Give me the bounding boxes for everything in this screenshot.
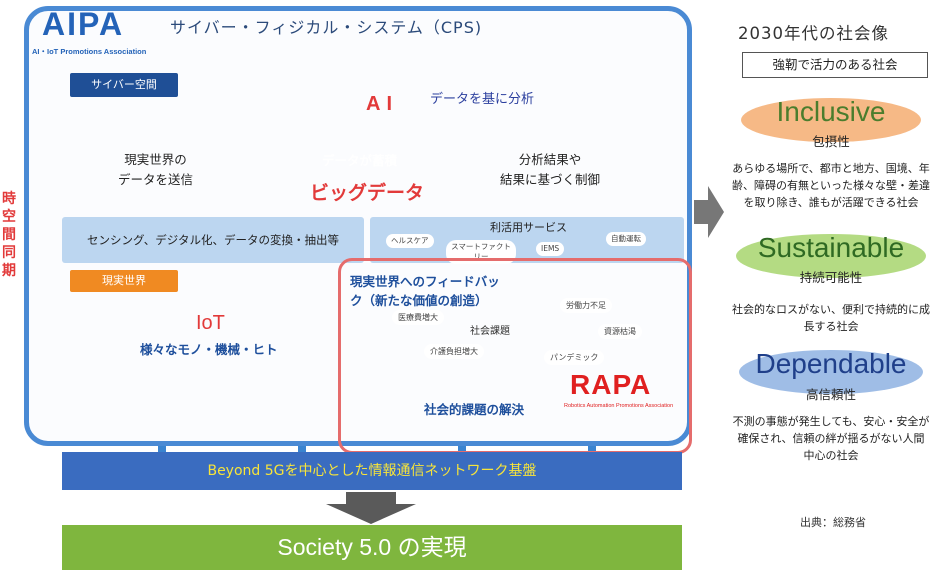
big-data-label: ビッグデータ (310, 182, 425, 204)
service-healthcare: ヘルスケア (386, 234, 434, 248)
real-data-label: 現実世界の データを送信 (118, 152, 194, 187)
issue-labor-shortage: 労働力不足 (560, 298, 612, 313)
network-bar: Beyond 5Gを中心とした情報通信ネットワーク基盤 (62, 452, 682, 490)
accumulate-label: データが蓄積 (322, 153, 398, 168)
value-word-sustainable: Sustainable (757, 232, 905, 263)
service-auto-driving: 自動運転 (606, 232, 646, 246)
value-jp-dependable: 高信頼性 (805, 387, 856, 402)
solve-label: 社会的課題の解決 (424, 402, 525, 417)
iot-subtitle: 様々なモノ・機械・ヒト (140, 342, 278, 357)
down-arrow-icon (326, 492, 416, 524)
value-jp-sustainable: 持続可能性 (799, 270, 863, 285)
value-desc-inclusive: あらゆる場所で、都市と地方、国境、年齢、障碍の有無といった様々な壁・差違を取り除… (732, 162, 930, 209)
analysis-label: データを基に分析 (430, 92, 535, 107)
sensing-bar: センシング、デジタル化、データの変換・抽出等 (62, 217, 364, 263)
value-desc-sustainable: 社会的なロスがない、便利で持続的に成長する社会 (732, 303, 930, 333)
issue-medical-cost: 医療費増大 (392, 310, 444, 325)
issue-pandemic: パンデミック (544, 350, 605, 365)
value-word-inclusive: Inclusive (776, 96, 886, 127)
right-arrow-icon (694, 186, 724, 238)
social-issues-label: 社会課題 (470, 326, 510, 337)
result-label: 分析結果や 結果に基づく制御 (500, 152, 601, 187)
source-note: 出典：総務省 (800, 516, 866, 529)
issue-resource-depletion: 資源枯渇 (598, 324, 642, 339)
value-word-dependable: Dependable (755, 348, 907, 379)
issue-care-burden: 介護負担増大 (424, 344, 484, 359)
sustainable-blob (736, 234, 926, 278)
iot-label: IoT (196, 312, 225, 334)
value-desc-dependable: 不測の事態が発生しても、安心・安全が確保され、信頼の絆が揺るがない人間中心の社会 (732, 415, 930, 462)
service-title: 利活用サービス (490, 221, 567, 234)
value-jp-inclusive: 包摂性 (812, 134, 850, 149)
service-iems: IEMS (536, 242, 565, 256)
aipa-logo: AIPA AI・IoT Promotions Association (32, 6, 147, 56)
ai-label: AI (366, 93, 398, 115)
sync-label: 時空間同期 (2, 191, 16, 279)
feedback-text: 現実世界へのフィードバッ ク（新たな価値の創造） (350, 274, 500, 308)
real-world-label: 現実世界 (70, 270, 178, 292)
cps-title: サイバー・フィジカル・システム（CPS) (170, 18, 483, 37)
cyber-space-label: サイバー空間 (70, 73, 178, 97)
inclusive-blob (741, 98, 921, 142)
society-bar: Society 5.0 の実現 (62, 525, 682, 570)
vision-title: 2030年代の社会像 (738, 24, 889, 43)
dependable-blob (739, 350, 923, 394)
rapa-logo: RAPA Robotics Automation Promotions Asso… (564, 369, 674, 409)
vision-subtitle: 強靭で活力のある社会 (742, 52, 928, 78)
